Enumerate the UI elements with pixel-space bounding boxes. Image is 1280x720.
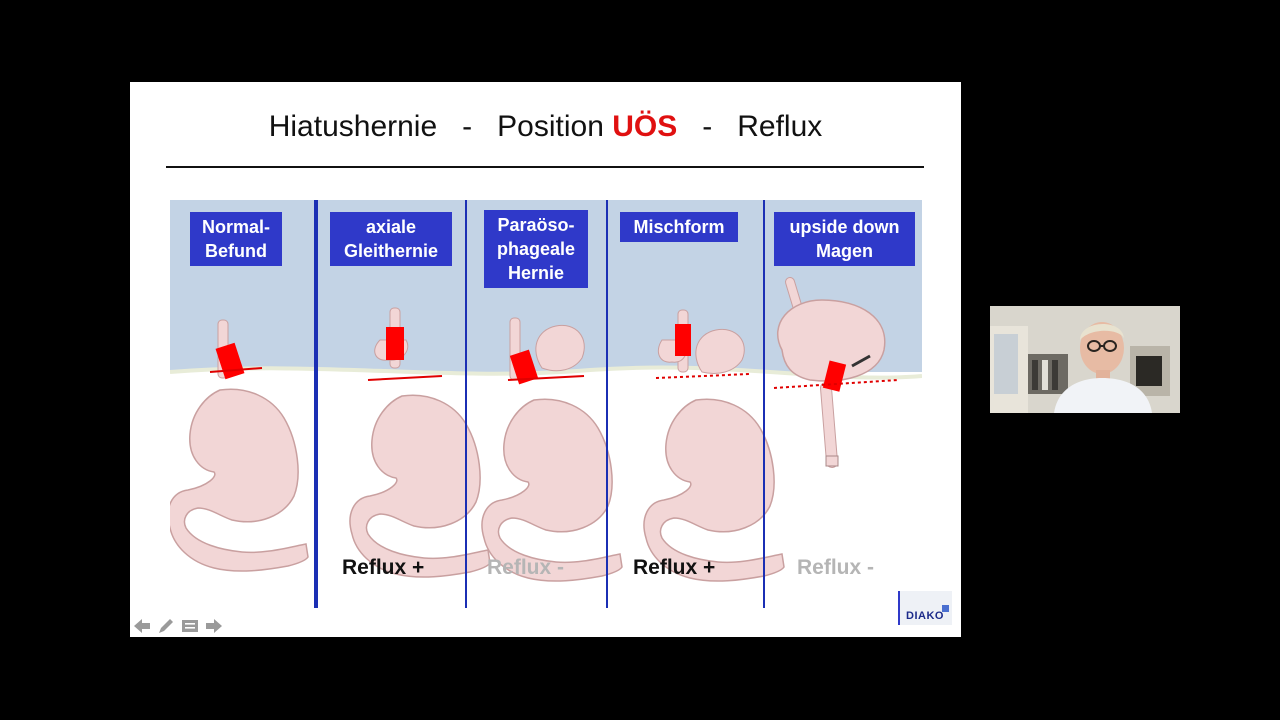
stomach-upside-down [773,277,899,468]
title-underline [166,166,924,168]
logo-text: DIAKO [906,610,944,622]
stomach-normal [170,319,309,572]
diako-logo: DIAKO [898,591,952,625]
presenter-video-icon [990,306,1180,413]
title-part2: - Reflux [677,110,823,143]
arrow-right-icon[interactable] [204,616,224,636]
divider-4 [763,200,765,608]
title-part1: Hiatushernie - Position [268,110,613,143]
title-accent: UÖS [612,110,678,143]
reflux-upside-down: Reflux - [797,556,875,579]
stomach-paraesophageal-hernia [481,317,623,582]
presenter-webcam [990,306,1180,413]
arrow-left-icon[interactable] [132,616,152,636]
reflux-mischform: Reflux + [633,556,716,579]
slide-navigation [132,616,224,636]
label-normal-befund: Normal- Befund [190,212,282,266]
stomach-mixed-hernia [643,309,785,582]
reflux-paraoesophageal: Reflux - [487,556,565,579]
label-axiale-gleithernie: axiale Gleithernie [330,212,452,266]
label-mischform: Mischform [620,212,738,242]
logo-mark-icon [942,605,949,612]
label-upside-down-magen: upside down Magen [774,212,915,266]
divider-2 [465,200,467,608]
stomach-sliding-hernia [349,307,491,578]
divider-3 [606,200,608,608]
menu-icon[interactable] [180,616,200,636]
reflux-axiale: Reflux + [342,556,425,579]
label-paraoesophageale-hernie: Paraöso- phageale Hernie [484,210,588,288]
stomach-illustrations [170,277,922,608]
diagram-panels: Normal- Befund axiale Gleithernie Paraös… [170,200,922,608]
pen-icon[interactable] [156,616,176,636]
presentation-slide: Hiatushernie - Position UÖS - Reflux [130,82,961,637]
slide-title: Hiatushernie - Position UÖS - Reflux [130,110,961,144]
divider-1 [314,200,318,608]
